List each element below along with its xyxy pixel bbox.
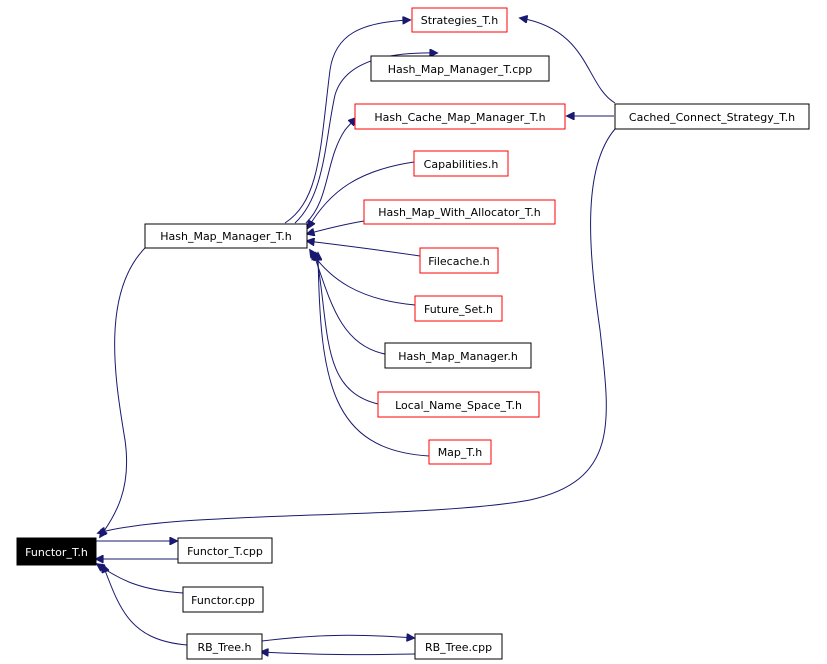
edge-hmm-to-hash-cache	[305, 118, 356, 224]
node-functor-t-h[interactable]: Functor_T.h	[16, 537, 97, 566]
node-label-filecache: Filecache.h	[428, 255, 489, 268]
node-filecache[interactable]: Filecache.h	[419, 247, 499, 274]
edge-hmm-to-strategies	[284, 20, 410, 224]
node-label-strategies: Strategies_T.h	[421, 14, 499, 27]
node-local-name-space[interactable]: Local_Name_Space_T.h	[377, 391, 540, 418]
node-label-rb-tree-cpp: RB_Tree.cpp	[425, 641, 492, 654]
edge-cached-connect-to-strategies	[520, 18, 616, 104]
node-label-hash-map-manager-t-h: Hash_Map_Manager_T.h	[160, 230, 292, 243]
edge-hmm-to-local-name-space	[316, 253, 379, 405]
node-label-functor-cpp: Functor.cpp	[191, 594, 255, 607]
node-rb-tree-h[interactable]: RB_Tree.h	[186, 633, 263, 660]
node-hash-map-with-allocator[interactable]: Hash_Map_With_Allocator_T.h	[363, 199, 556, 225]
edge-rb-tree-h-to-functor-t-h	[103, 565, 188, 646]
edges	[96, 18, 616, 655]
node-rb-tree-cpp[interactable]: RB_Tree.cpp	[414, 633, 503, 660]
node-map-t[interactable]: Map_T.h	[428, 439, 492, 465]
node-future-set[interactable]: Future_Set.h	[414, 295, 503, 322]
edge-cached-connect-to-functor-t-h	[98, 128, 616, 533]
node-label-hash-map-with-allocator: Hash_Map_With_Allocator_T.h	[378, 206, 541, 219]
edge-rb-tree-cpp-to-rb-tree-h	[261, 652, 416, 655]
node-functor-t-cpp[interactable]: Functor_T.cpp	[177, 537, 273, 564]
edge-hmm-to-filecache	[307, 241, 421, 257]
node-label-hash-map-manager-plain: Hash_Map_Manager.h	[398, 350, 518, 363]
node-label-future-set: Future_Set.h	[424, 303, 493, 316]
node-capabilities[interactable]: Capabilities.h	[413, 150, 509, 177]
node-label-capabilities: Capabilities.h	[424, 158, 499, 171]
node-label-functor-t-cpp: Functor_T.cpp	[187, 545, 263, 558]
node-label-hash-cache-map-manager: Hash_Cache_Map_Manager_T.h	[374, 111, 545, 124]
edge-hmm-to-capabilities	[308, 161, 415, 228]
node-cached-connect-strategy[interactable]: Cached_Connect_Strategy_T.h	[614, 103, 810, 130]
node-hash-map-manager-t-h[interactable]: Hash_Map_Manager_T.h	[144, 223, 308, 249]
node-label-cached-connect-strategy: Cached_Connect_Strategy_T.h	[629, 111, 795, 124]
edge-hmm-to-map-t	[318, 253, 430, 457]
nodes: Strategies_T.h Hash_Map_Manager_T.cpp Ha…	[16, 7, 810, 660]
node-hash-map-manager-t-cpp[interactable]: Hash_Map_Manager_T.cpp	[370, 55, 550, 82]
node-label-local-name-space: Local_Name_Space_T.h	[395, 399, 522, 412]
edge-hmm-to-hmm-cpp	[294, 53, 437, 224]
node-label-hash-map-manager-t-cpp: Hash_Map_Manager_T.cpp	[388, 63, 533, 76]
edge-functor-cpp-to-functor-t-h	[97, 564, 184, 594]
node-strategies[interactable]: Strategies_T.h	[411, 7, 508, 33]
edge-rb-tree-h-to-rb-tree-cpp	[261, 635, 414, 641]
node-hash-map-manager-plain[interactable]: Hash_Map_Manager.h	[384, 342, 532, 369]
node-functor-cpp[interactable]: Functor.cpp	[182, 586, 264, 613]
node-label-rb-tree-h: RB_Tree.h	[197, 641, 251, 654]
node-label-map-t: Map_T.h	[438, 446, 483, 459]
node-hash-cache-map-manager[interactable]: Hash_Cache_Map_Manager_T.h	[354, 103, 566, 130]
node-label-functor-t-h: Functor_T.h	[25, 546, 88, 559]
edge-hmm-to-functor-t-h	[100, 244, 149, 537]
edge-hmm-to-future-set	[310, 250, 416, 306]
edge-hmm-to-allocator	[307, 220, 365, 234]
